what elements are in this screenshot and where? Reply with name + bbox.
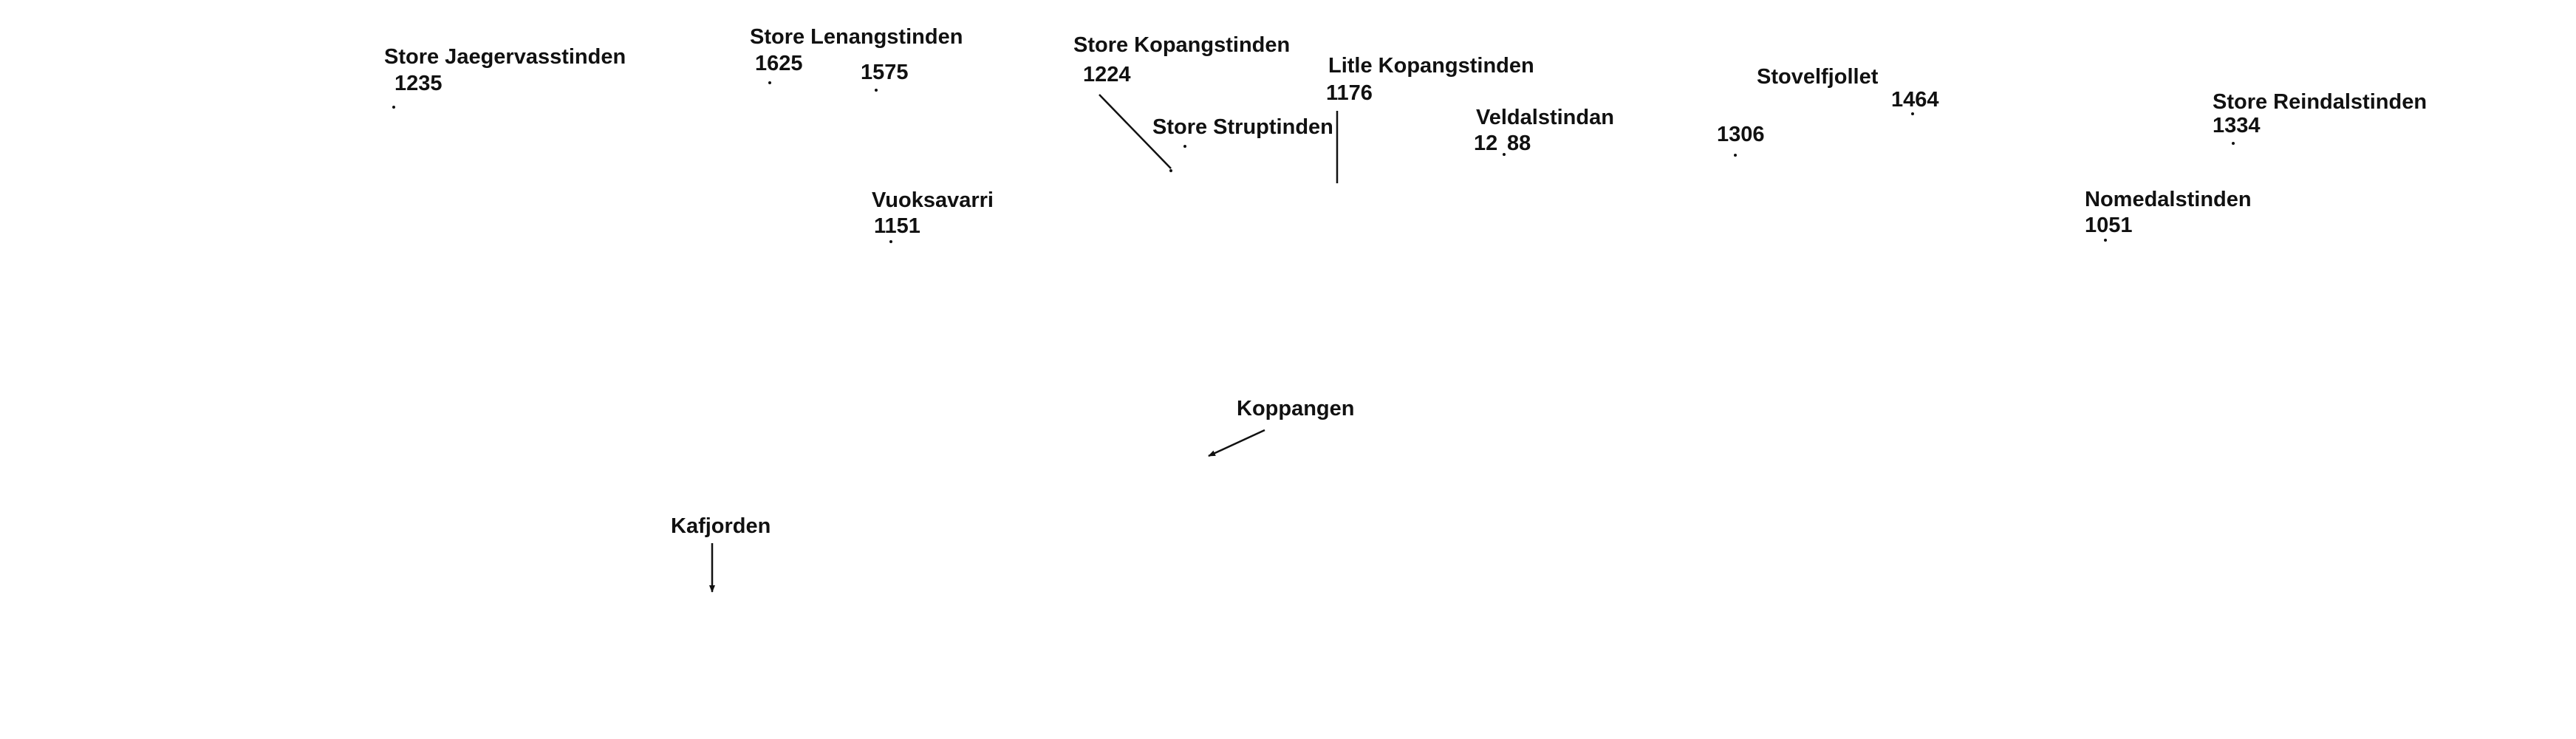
peak-marker-store-jaegervasstinden: [392, 106, 395, 109]
peak-elevation-stovelfjollet: 1464: [1891, 88, 1939, 112]
peak-marker-store-reindalstinden: [2232, 142, 2235, 145]
peak-marker-vuoksavarri: [889, 240, 892, 243]
peak-elevation-veldalstindan-right: 88: [1507, 132, 1531, 155]
peak-name-stovelfjollet: Stovelfjollet: [1757, 65, 1879, 89]
leader-line-store-kopangstinden: [1099, 94, 1172, 169]
peak-name-store-jaegervasstinden: Store Jaegervasstinden: [384, 45, 626, 69]
peak-name-store-struptinden: Store Struptinden: [1152, 115, 1333, 139]
place-name-kafjorden: Kafjorden: [671, 514, 771, 538]
place-name-koppangen: Koppangen: [1237, 397, 1355, 420]
peak-name-veldalstindan: Veldalstindan: [1476, 106, 1614, 129]
peak-name-store-kopangstinden: Store Kopangstinden: [1073, 33, 1291, 57]
peak-elevation-store-jaegervasstinden: 1235: [394, 72, 443, 95]
peak-elevation-1575: 1575: [861, 61, 909, 84]
peak-marker-stovelfjollet: [1911, 112, 1914, 115]
arrow-koppangen: [1208, 429, 1265, 457]
peak-name-litle-kopangstinden: Litle Kopangstinden: [1328, 54, 1534, 78]
peak-marker-veldalstindan: [1503, 153, 1506, 156]
peak-name-store-reindalstinden: Store Reindalstinden: [2213, 90, 2428, 114]
peak-marker-store-kopangstinden: [1169, 169, 1172, 172]
peak-elevation-veldalstindan-left: 12: [1474, 132, 1498, 155]
peak-name-store-lenangstinden: Store Lenangstinden: [750, 25, 963, 49]
peak-marker-store-lenangstinden: [768, 81, 771, 84]
peak-elevation-vuoksavarri: 1151: [874, 214, 920, 238]
peak-name-nomedalstinden: Nomedalstinden: [2085, 188, 2252, 211]
peak-marker-store-struptinden: [1183, 145, 1186, 148]
peak-marker-nomedalstinden: [2104, 239, 2107, 242]
peak-marker-1575: [875, 89, 878, 92]
peak-elevation-1306: 1306: [1717, 123, 1765, 146]
peak-elevation-store-reindalstinden: 1334: [2213, 114, 2261, 137]
peak-name-vuoksavarri: Vuoksavarri: [872, 188, 994, 212]
peak-elevation-store-kopangstinden: 1224: [1083, 63, 1131, 86]
peak-elevation-litle-kopangstinden: 1176: [1326, 81, 1373, 105]
peak-elevation-store-lenangstinden: 1625: [755, 52, 803, 75]
peak-marker-1306: [1734, 154, 1737, 157]
peak-elevation-nomedalstinden: 1051: [2085, 214, 2133, 237]
